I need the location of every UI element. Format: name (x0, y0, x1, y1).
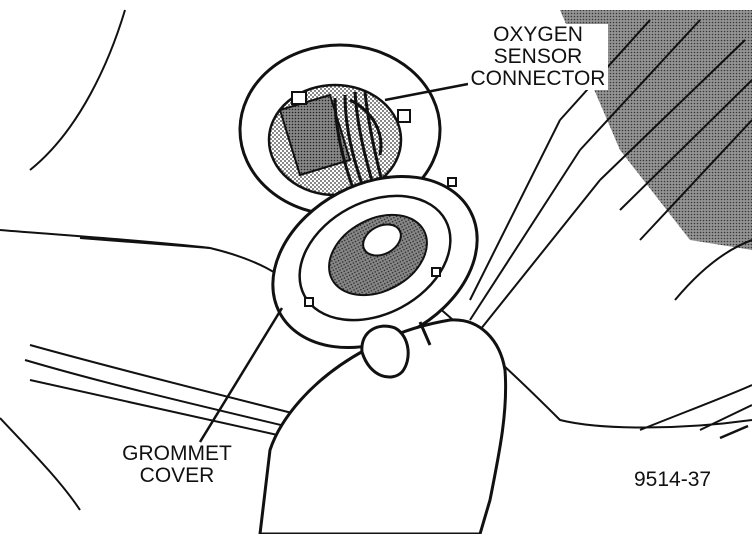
leader-lines (198, 82, 749, 443)
label-line-1: OXYGEN (493, 23, 583, 46)
label-line-3: CONNECTOR (470, 67, 606, 90)
figure-number: 9514-37 (634, 468, 712, 491)
oxygen-sensor-connector-label: OXYGEN SENSOR CONNECTOR (468, 24, 608, 90)
grommet-cover-label: GROMMET COVER (118, 443, 236, 487)
label-line-2: SENSOR (493, 45, 583, 68)
shaded-floor-area (560, 10, 752, 250)
grommet-cover (271, 174, 479, 350)
label-line-2: COVER (139, 464, 215, 487)
hand (258, 318, 508, 536)
label-line-1: GROMMET (122, 442, 232, 465)
